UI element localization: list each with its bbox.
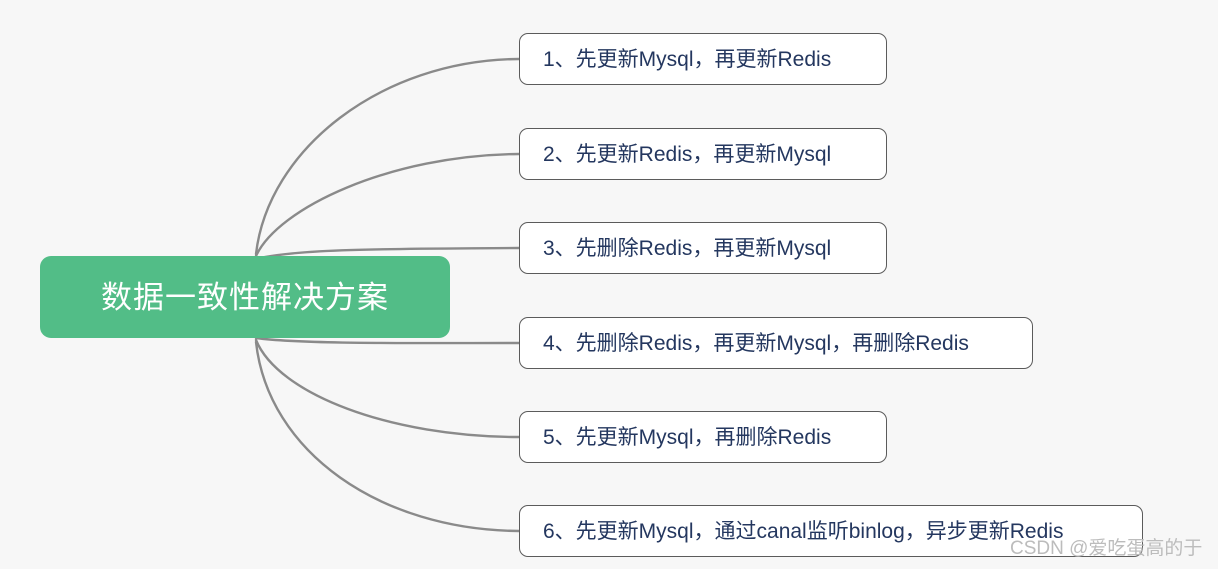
branch-node-2[interactable]: 2、先更新Redis，再更新Mysql <box>519 128 887 180</box>
connector-to-branch-4 <box>254 336 521 345</box>
connector-to-branch-1 <box>254 57 521 256</box>
branch-node-6-label: 6、先更新Mysql，通过canal监听binlog，异步更新Redis <box>543 519 1064 543</box>
branch-node-4-label: 4、先删除Redis，再更新Mysql，再删除Redis <box>543 331 969 355</box>
connector-to-branch-6 <box>254 340 521 533</box>
root-node[interactable]: 数据一致性解决方案 <box>40 256 450 338</box>
branch-node-3-label: 3、先删除Redis，再更新Mysql <box>543 236 832 260</box>
connector-to-branch-2 <box>254 152 521 258</box>
branch-node-5-label: 5、先更新Mysql，再删除Redis <box>543 425 832 449</box>
branch-node-5[interactable]: 5、先更新Mysql，再删除Redis <box>519 411 887 463</box>
branch-node-1[interactable]: 1、先更新Mysql，再更新Redis <box>519 33 887 85</box>
branch-node-2-label: 2、先更新Redis，再更新Mysql <box>543 142 832 166</box>
connector-to-branch-5 <box>254 338 521 439</box>
branch-node-6[interactable]: 6、先更新Mysql，通过canal监听binlog，异步更新Redis <box>519 505 1143 557</box>
branch-node-1-label: 1、先更新Mysql，再更新Redis <box>543 47 832 71</box>
root-node-label: 数据一致性解决方案 <box>101 279 389 315</box>
branch-node-3[interactable]: 3、先删除Redis，再更新Mysql <box>519 222 887 274</box>
csdn-watermark: CSDN @爱吃蛋高的于 <box>1010 538 1203 559</box>
branch-node-4[interactable]: 4、先删除Redis，再更新Mysql，再删除Redis <box>519 317 1033 369</box>
